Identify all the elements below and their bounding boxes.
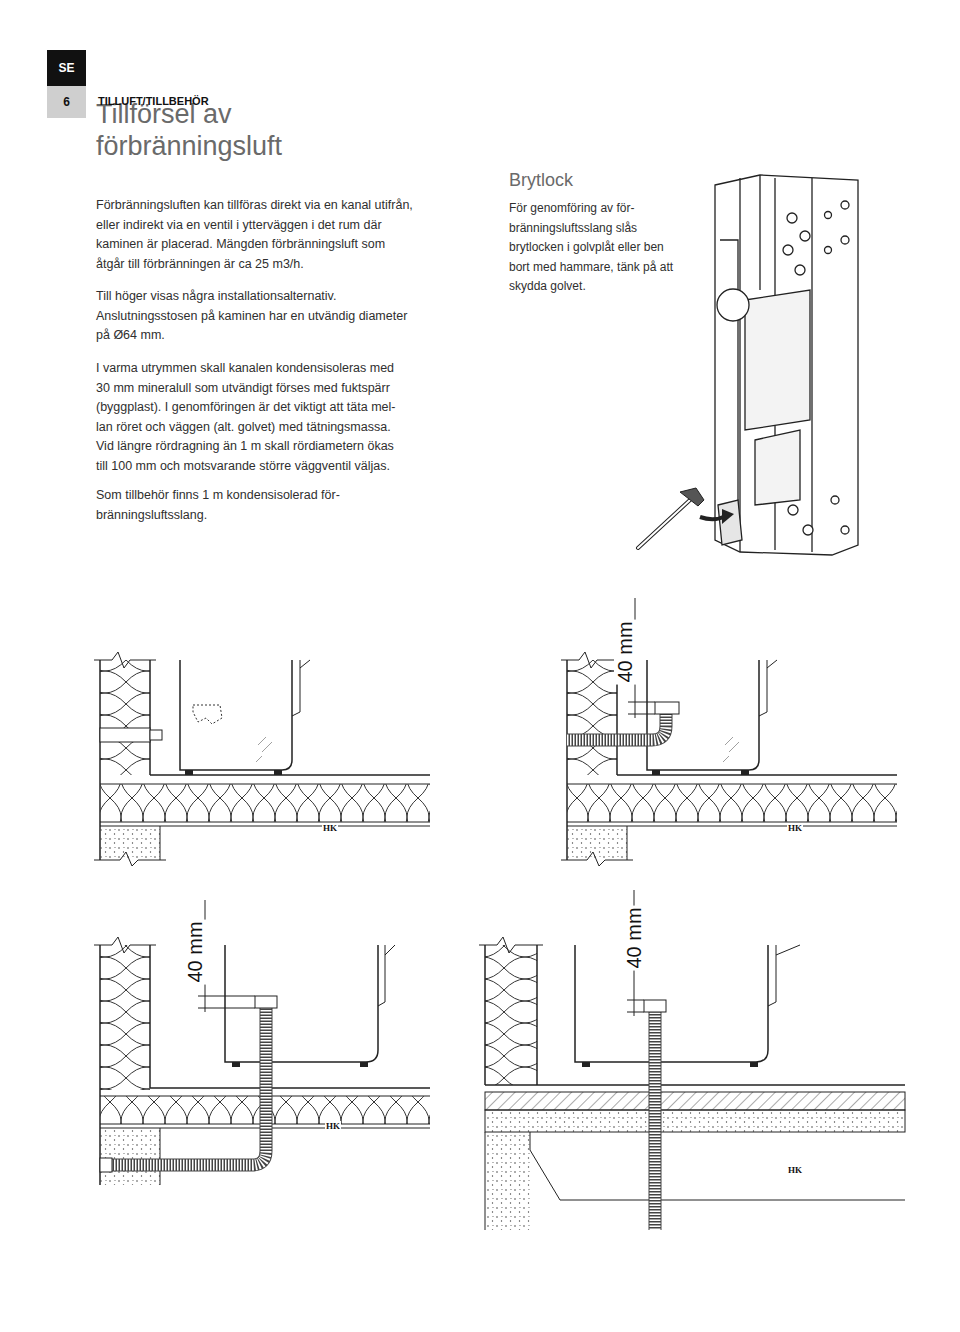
tab-text: 6 [63,95,70,109]
section-wall-hose [561,598,897,866]
section-wall-vent [94,652,430,866]
body-paragraph: Som tillbehör finns 1 m kondensisolerad … [96,486,396,525]
body-paragraph: I varma utrymmen skall kanalen kondensis… [96,359,408,476]
page-title: Tillförsel av förbränningsluft [96,98,346,162]
drawing-mark: HK [787,1165,803,1176]
tab-text: SE [58,61,74,75]
drawing-mark: HK [787,823,803,834]
body-paragraph: Förbränningsluften kan tillföras direkt … [96,196,414,274]
page-number-tab: 6 [47,86,86,118]
body-paragraph: Till höger visas några installationsalte… [96,287,414,346]
subheading: Brytlock [509,169,659,191]
drawing-mark: HK [322,823,338,834]
language-tab: SE [47,50,86,86]
hammer-illustration [638,488,734,548]
dimension-label: 40 mm [623,905,645,970]
dimension-label: 40 mm [614,619,636,684]
section-floor-hose [94,900,430,1185]
drawing-mark: HK [325,1121,341,1132]
section-header: TILLUFT/TILLBEHÖR [98,94,298,108]
section-slab-hose [479,890,905,1230]
body-paragraph: För genomföring av för- bränningsluftssl… [509,199,687,297]
dimension-label: 40 mm [184,919,206,984]
stove-frame-illustration [715,175,858,555]
